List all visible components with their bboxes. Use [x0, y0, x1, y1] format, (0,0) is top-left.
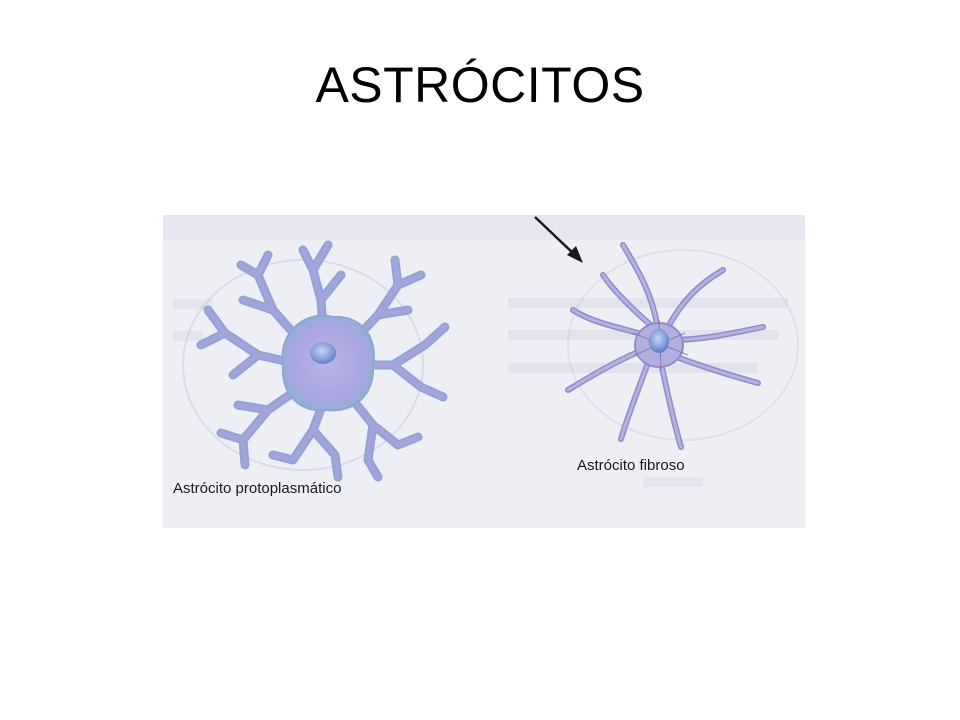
figure-background	[163, 215, 805, 528]
astrocyte-illustration: Astrócito protoplasmático Astrócito fibr…	[163, 215, 805, 528]
slide-title: ASTRÓCITOS	[315, 57, 645, 113]
fibrous-astrocyte	[565, 242, 766, 450]
fibrous-nucleus	[649, 329, 669, 353]
astrocyte-figure: Astrócito protoplasmático Astrócito fibr…	[163, 215, 805, 528]
protoplasmic-label: Astrócito protoplasmático	[173, 480, 341, 497]
fibrous-label: Astrócito fibroso	[577, 457, 685, 474]
pointer-arrow	[534, 216, 583, 263]
protoplasmic-nucleus	[310, 342, 336, 364]
protoplasmic-astrocyte	[196, 240, 450, 482]
